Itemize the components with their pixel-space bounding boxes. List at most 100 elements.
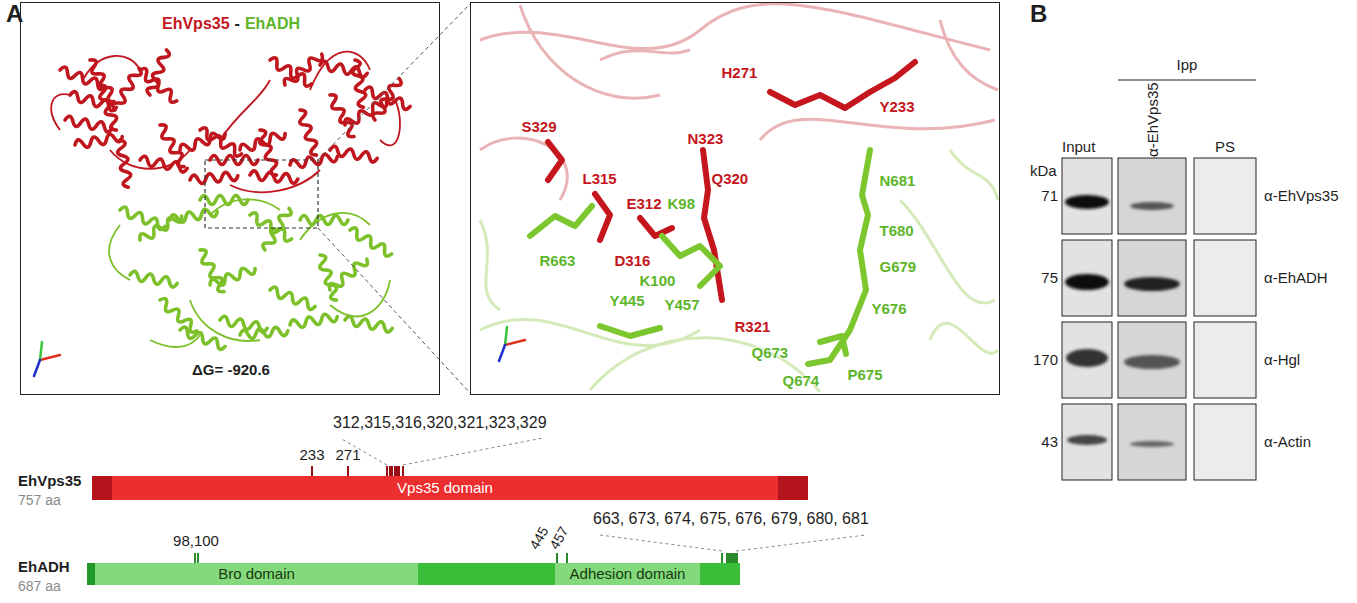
helix [111,66,143,112]
residue-position: 445 [526,524,552,552]
residue-label: Q673 [752,344,789,361]
residue-stick [530,206,592,236]
blot-lane [1194,404,1256,480]
tick [386,466,388,476]
residue-label: Q320 [712,170,749,187]
ribbon [480,4,990,50]
axis-glyph [499,327,525,361]
leader-line [600,535,722,551]
adh-ribbon [109,196,394,351]
antibody-label: α-EhVps35 [1264,187,1339,204]
residue-label: Q674 [783,372,820,389]
tick [732,553,734,563]
tick [311,466,313,476]
tick [396,466,398,476]
helix [296,108,321,156]
panel-text: - [235,15,240,33]
loop [230,170,320,192]
axis-y [40,342,42,360]
residue-label: L315 [583,170,617,187]
helix [250,171,299,184]
residue-label: N323 [688,130,724,147]
band [1124,355,1180,369]
helix [64,116,113,133]
ribbon [900,200,995,303]
blot-lane [1194,322,1256,398]
tick [734,553,736,563]
residue-label: Y233 [880,98,915,115]
loop [51,94,70,130]
helix [169,207,218,224]
panel-text: ΔG= -920.6 [192,361,270,378]
residue-label: S329 [522,118,557,135]
residue-label: K98 [668,195,696,212]
domain-bar: Bro domain [95,563,418,585]
residue-label: R663 [540,252,576,269]
helix [289,152,338,169]
helix [198,126,244,158]
group-header: Ipp [1177,56,1198,73]
zoom-region [205,160,318,228]
helix [348,226,394,258]
domain-bar: Adhesion domain [555,563,700,585]
helix [208,264,256,289]
antibody-label: α-EhADH [1264,269,1328,286]
blot-lane [1062,240,1112,316]
zoom-panel: S329H271Y233N323L315Q320E312K98N681R663D… [470,2,1000,395]
tick [398,466,400,476]
loop [150,335,200,347]
ribbon [760,119,995,140]
helix [74,132,123,149]
residue-position: 233 [299,446,324,463]
ribbon [950,150,998,200]
protein-bar [87,563,740,585]
helix [178,326,226,351]
residue-ticks [312,466,403,476]
helix [86,58,118,104]
axis-x [40,355,60,360]
residue-stick [595,194,610,240]
residue-stick [820,336,846,354]
adh-residues [530,150,870,364]
axis-z [34,360,40,376]
tick [194,553,196,563]
panel-letter: B [1030,0,1047,28]
axis-x [505,340,525,345]
loop [330,280,390,316]
marker-size: 43 [1041,433,1058,450]
tick [566,553,568,563]
band [1065,195,1109,209]
helix [190,171,239,184]
ribbon [600,50,690,60]
protein-length: 757 aa [18,492,61,508]
domain-label: Adhesion domain [570,565,686,582]
helix [129,271,178,288]
antibody-label: α-Actin [1264,433,1311,450]
residue-label: K100 [640,272,676,289]
loop [110,150,190,169]
ribbon [590,338,820,392]
helix [326,93,358,139]
panel-text: EhADH [245,15,300,33]
tick [730,553,732,563]
loop [109,225,130,280]
marker-size: 71 [1041,187,1058,204]
residue-position: 457 [546,524,572,552]
antibody-label: α-Hgl [1264,351,1300,368]
residue-label: P675 [848,366,883,383]
group-line [1118,79,1256,80]
leader-line [403,438,543,465]
helix [261,206,293,252]
helix [157,297,200,335]
band [1065,274,1109,290]
blot-lane [1118,404,1186,480]
band [1066,349,1108,367]
residue-position: 98,100 [173,532,219,549]
residue-label: R321 [735,318,771,335]
helix [240,326,289,339]
tick [402,466,404,476]
band [1130,202,1174,210]
blot-lane [1062,158,1112,234]
protein-bar-end [87,563,95,585]
